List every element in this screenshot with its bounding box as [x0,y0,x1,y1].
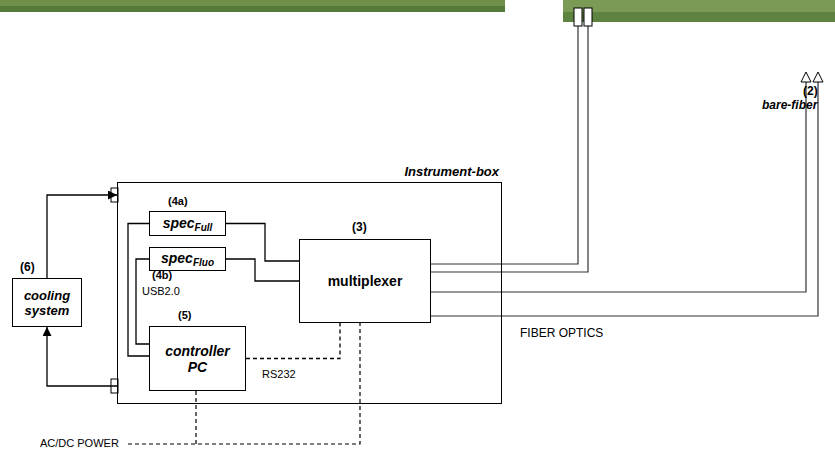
fiber-tip [813,72,823,82]
photo-strip [563,0,835,22]
box-label: spec [161,250,193,266]
multiplexer-box: multiplexer [299,239,431,323]
photo-strip [0,6,505,12]
power-wire [128,323,360,444]
signal-label: USB2.0 [142,285,180,297]
callout-number: (4b) [152,269,172,281]
signal-label: AC/DC POWER [40,437,119,449]
box-heading: Instrument-box [404,164,499,179]
callout-number: (5) [178,309,191,321]
fiber-connector [584,8,592,26]
callout-number: (4a) [168,195,188,207]
node-text: specFull [163,215,213,233]
connector [226,224,299,262]
connector [47,195,117,278]
fiber-line [431,82,806,292]
box-label: cooling system [24,288,70,318]
box-label: multiplexer [328,273,403,289]
connector [47,327,117,386]
callout-number: (3) [352,220,367,234]
power-wire [195,391,196,444]
connector [226,259,299,281]
fiber-connector [574,8,582,26]
signal-label: FIBER OPTICS [520,326,603,340]
subscript: Full [195,222,213,233]
connector [136,259,149,344]
spectrometer-box: specFluo [149,247,226,271]
node-text: multiplexer [328,273,403,289]
instrument-box: Instrument-boxspecFullspecFluomultiplexe… [117,182,502,404]
fiber-line [431,82,818,316]
node-text: cooling system [18,288,76,318]
controller-box: controller PC [149,326,246,391]
photo-strip [563,12,835,22]
signal-label: RS232 [262,368,296,380]
subscript: Fluo [193,257,214,268]
connector [246,323,340,359]
fiber-line [431,26,578,264]
callout-number: (6) [20,260,35,274]
node-text: controller PC [158,343,238,375]
photo-strip [0,0,505,12]
spectrometer-box: specFull [149,211,226,236]
fiber-line [431,26,588,272]
part-label: bare-fiber [762,98,817,112]
cooling-box: cooling system [12,278,82,327]
callout-number: (2) [803,84,818,98]
box-label: controller PC [165,343,230,375]
fiber-tip [801,72,811,82]
connector [128,224,149,357]
box-label: spec [163,215,195,231]
node-text: specFluo [161,250,214,268]
